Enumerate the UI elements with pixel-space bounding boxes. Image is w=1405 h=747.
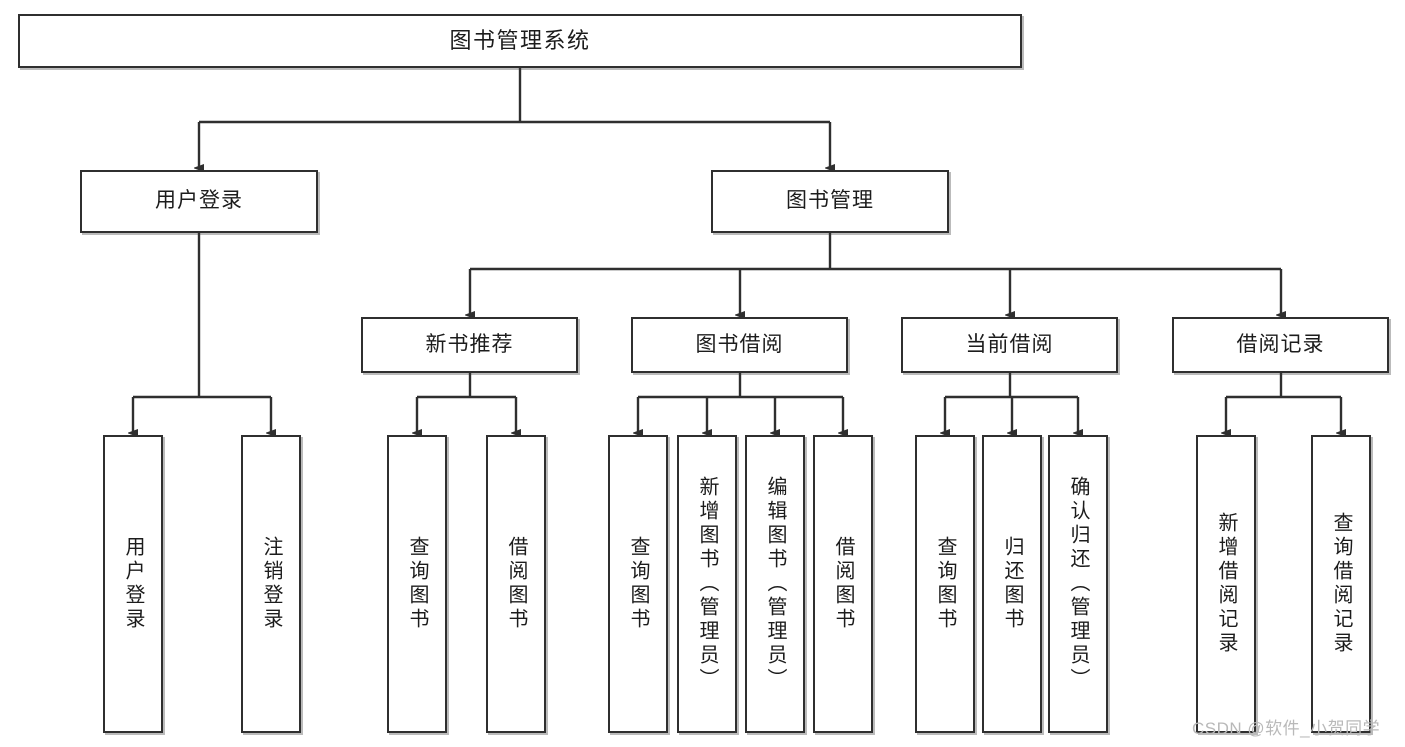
node-label: 注销登录 [260, 536, 282, 632]
node-bookmgmt[interactable]: 图书管理 [711, 170, 949, 233]
node-l2[interactable]: 注销登录 [241, 435, 301, 733]
node-label: 查询图书 [406, 536, 428, 632]
node-root[interactable]: 图书管理系统 [18, 14, 1022, 68]
node-l4[interactable]: 借阅图书 [486, 435, 546, 733]
node-label: 用户登录 [122, 536, 144, 632]
node-login[interactable]: 用户登录 [80, 170, 318, 233]
node-newbook[interactable]: 新书推荐 [361, 317, 578, 373]
node-l1[interactable]: 用户登录 [103, 435, 163, 733]
node-label: 查询借阅记录 [1330, 512, 1352, 656]
node-label: 新增图书（管理员） [696, 476, 718, 692]
node-label: 借阅图书 [832, 536, 854, 632]
node-label: 用户登录 [155, 189, 243, 213]
node-l13[interactable]: 查询借阅记录 [1311, 435, 1371, 733]
node-label: 查询图书 [627, 536, 649, 632]
node-label: 图书借阅 [695, 332, 784, 356]
node-l6[interactable]: 新增图书（管理员） [677, 435, 737, 733]
csdn-watermark: CSDN @软件_小贺同学 [1192, 719, 1381, 738]
node-label: 图书管理系统 [449, 28, 591, 54]
node-borrow[interactable]: 图书借阅 [631, 317, 848, 373]
node-current[interactable]: 当前借阅 [901, 317, 1118, 373]
node-label: 新增借阅记录 [1215, 512, 1237, 656]
node-l8[interactable]: 借阅图书 [813, 435, 873, 733]
node-l9[interactable]: 查询图书 [915, 435, 975, 733]
node-label: 新书推荐 [425, 332, 514, 356]
node-label: 图书管理 [786, 189, 874, 213]
node-l10[interactable]: 归还图书 [982, 435, 1042, 733]
node-label: 查询图书 [934, 536, 956, 632]
node-label: 编辑图书（管理员） [764, 476, 786, 692]
node-label: 归还图书 [1001, 536, 1023, 632]
node-l7[interactable]: 编辑图书（管理员） [745, 435, 805, 733]
node-l12[interactable]: 新增借阅记录 [1196, 435, 1256, 733]
node-label: 当前借阅 [965, 332, 1054, 356]
node-records[interactable]: 借阅记录 [1172, 317, 1389, 373]
node-l3[interactable]: 查询图书 [387, 435, 447, 733]
node-l11[interactable]: 确认归还（管理员） [1048, 435, 1108, 733]
node-label: 借阅图书 [505, 536, 527, 632]
node-l5[interactable]: 查询图书 [608, 435, 668, 733]
node-label: 借阅记录 [1236, 332, 1325, 356]
node-label: 确认归还（管理员） [1067, 476, 1089, 692]
